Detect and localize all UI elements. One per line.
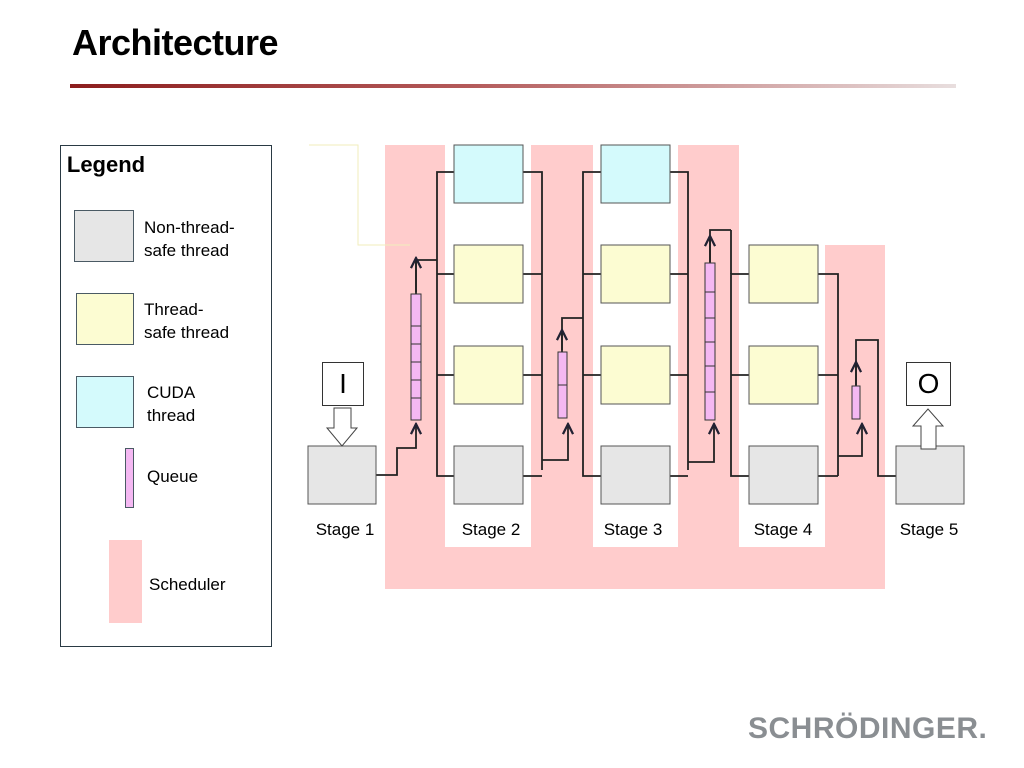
queue-3: [704, 262, 716, 421]
stage3-cuda: [600, 144, 671, 204]
output-arrow: [911, 408, 945, 450]
legend-label-queue: Queue: [147, 467, 199, 486]
stage2-cuda: [453, 144, 524, 204]
input-arrow: [325, 407, 359, 447]
stage5-non-thread-safe: [895, 445, 965, 505]
legend-label-thread-safe: Thread- safe thread: [144, 300, 230, 342]
legend-box: [60, 145, 272, 647]
legend-swatch-scheduler: [109, 540, 142, 623]
legend-swatch-non-thread-safe: [74, 210, 134, 262]
stage4-thread-safe-1: [748, 244, 819, 304]
page-title: Architecture: [72, 22, 279, 63]
schrodinger-logo: SCHRÖDINGER.: [748, 712, 988, 745]
legend-swatch-thread-safe: [76, 293, 134, 345]
stage-label-3: Stage 3: [603, 520, 663, 539]
legend-swatch-queue: [125, 448, 134, 508]
stage2-thread-safe-1: [453, 244, 524, 304]
stage4-thread-safe-2: [748, 345, 819, 405]
legend-label-scheduler: Scheduler: [149, 575, 226, 594]
stage2-non-thread-safe: [453, 445, 524, 505]
stage3-non-thread-safe: [600, 445, 671, 505]
legend-label-non-thread-safe: Non-thread- safe thread: [144, 218, 235, 260]
queue-4: [851, 385, 861, 420]
stage3-thread-safe-2: [600, 345, 671, 405]
title-underline: [70, 84, 956, 88]
stage-label-2: Stage 2: [461, 520, 521, 539]
stage-label-4: Stage 4: [753, 520, 813, 539]
stage-label-1: Stage 1: [315, 520, 375, 539]
stage-label-5: Stage 5: [899, 520, 959, 539]
input-box: I: [322, 362, 364, 406]
stage4-non-thread-safe: [748, 445, 819, 505]
stage2-thread-safe-2: [453, 345, 524, 405]
stage1-non-thread-safe: [307, 445, 377, 505]
output-box: O: [906, 362, 951, 406]
legend-swatch-cuda: [76, 376, 134, 428]
legend-heading: Legend: [66, 152, 146, 177]
legend-label-cuda: CUDA thread: [147, 383, 196, 425]
stage3-thread-safe-1: [600, 244, 671, 304]
queue-1: [410, 293, 422, 421]
queue-2: [557, 351, 568, 419]
